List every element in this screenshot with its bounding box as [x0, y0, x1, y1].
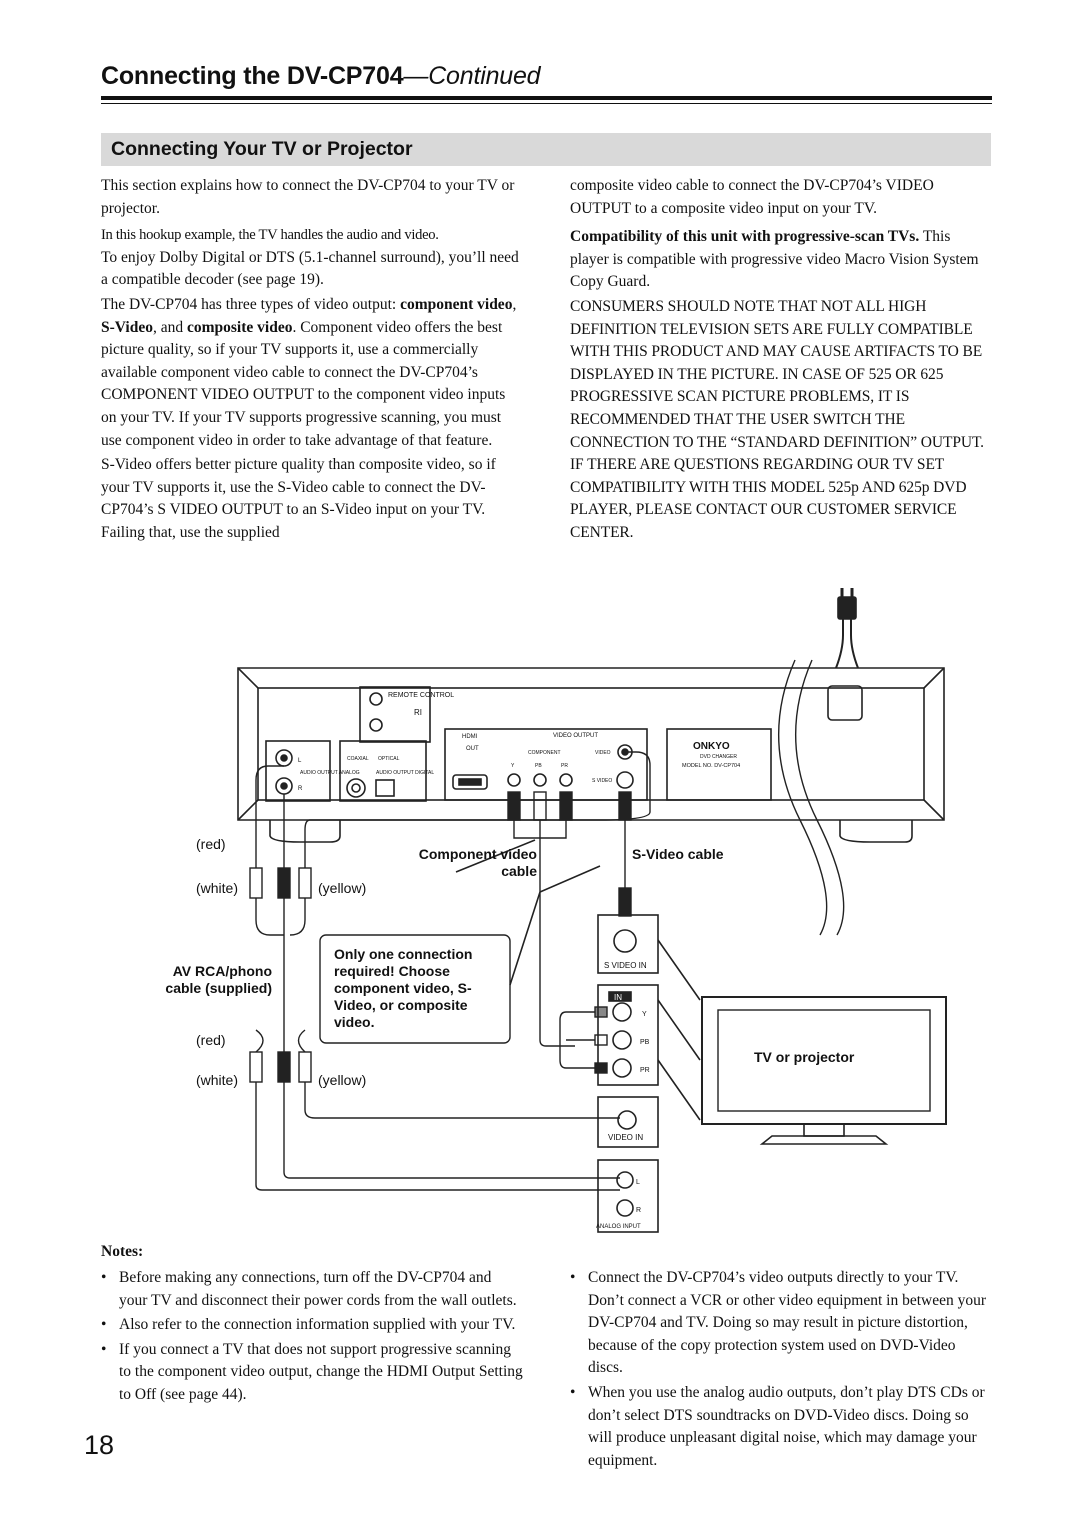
text-span: , — [512, 295, 517, 313]
tv-r-label: R — [636, 1207, 641, 1214]
page-title: Connecting the DV-CP704—Continued — [101, 62, 541, 91]
white-label-2: (white) — [196, 1072, 238, 1088]
paragraph-hookup: In this hookup example, the TV handles t… — [101, 227, 439, 244]
section-heading-bar: Connecting Your TV or Projector — [101, 133, 991, 166]
component-cable — [507, 791, 608, 1074]
paragraph-composite: composite video cable to connect the DV-… — [570, 177, 934, 217]
yellow-label-1: (yellow) — [318, 880, 366, 896]
svideo-cable-label: S-Video cable — [632, 846, 724, 862]
red-label-1: (red) — [196, 836, 226, 852]
left-column: This section explains how to connect the… — [101, 175, 521, 545]
paragraph-compatibility: Compatibility of this unit with progress… — [570, 226, 992, 294]
bold-component: component video — [400, 295, 513, 313]
page-number: 18 — [84, 1430, 115, 1460]
header-rule — [101, 96, 992, 100]
hdmi-label: HDMI — [462, 734, 478, 740]
tv-y-label: Y — [642, 1011, 647, 1018]
white-label-1: (white) — [196, 880, 238, 896]
tv-pb-label: PB — [640, 1039, 650, 1046]
tv-projector-icon — [701, 996, 947, 1145]
right-column: composite video cable to connect the DV-… — [570, 175, 992, 545]
compatibility-body: This player is compatible with progressi… — [570, 228, 979, 291]
paragraph-intro: This section explains how to connect the… — [101, 177, 515, 217]
video-label: VIDEO — [595, 750, 611, 756]
video-output-label: VIDEO OUTPUT — [553, 733, 598, 739]
paragraph-video-types: The DV-CP704 has three types of video ou… — [101, 294, 521, 452]
component-label: COMPONENT — [528, 750, 561, 756]
tv-pr-label: PR — [640, 1067, 650, 1074]
note-item: Also refer to the connection information… — [101, 1314, 523, 1337]
notes-title: Notes: — [101, 1243, 144, 1260]
tv-l-label: L — [636, 1179, 640, 1186]
compatibility-heading: Compatibility of this unit with progress… — [570, 228, 920, 246]
yellow-label-2: (yellow) — [318, 1072, 366, 1088]
s-video-label: S VIDEO — [592, 778, 612, 784]
paragraph-consumer-notice: CONSUMERS SHOULD NOTE THAT NOT ALL HIGH … — [570, 297, 984, 541]
dvd-changer-label: DVD CHANGER — [700, 754, 737, 760]
r-label: R — [298, 786, 303, 792]
callout-text: Only one connection required! Choose com… — [334, 946, 473, 1030]
bold-svideo: S-Video — [101, 318, 153, 336]
page-title-main: Connecting the DV-CP704 — [101, 62, 404, 90]
notes-right: Connect the DV-CP704’s video outputs dir… — [570, 1267, 992, 1474]
av-cable — [249, 751, 651, 1191]
callout-box — [319, 839, 601, 1044]
in-label: IN — [614, 993, 622, 1002]
analog-output-label: AUDIO OUTPUT ANALOG — [300, 770, 360, 776]
note-item: If you connect a TV that does not suppor… — [101, 1339, 523, 1407]
text-span: The DV-CP704 has three types of video ou… — [101, 295, 401, 313]
dvd-player-rear-panel — [237, 659, 945, 936]
remote-control-label: REMOTE CONTROL — [388, 692, 454, 699]
section-heading: Connecting Your TV or Projector — [111, 138, 413, 160]
model-number-label: MODEL NO. DV-CP704 — [682, 763, 740, 769]
note-item: Connect the DV-CP704’s video outputs dir… — [570, 1267, 992, 1380]
l-label: L — [298, 758, 302, 764]
paragraph-svideo: S-Video offers better picture quality th… — [101, 456, 496, 541]
note-item: When you use the analog audio outputs, d… — [570, 1382, 992, 1472]
s-video-in-label: S VIDEO IN — [604, 961, 647, 970]
out-label: OUT — [466, 746, 479, 752]
text-span: . Component video offers the best pictur… — [101, 318, 506, 449]
y-label: Y — [511, 763, 515, 769]
note-item: Before making any connections, turn off … — [101, 1267, 523, 1312]
bold-composite: composite video — [186, 318, 293, 336]
pr-label: PR — [561, 763, 568, 769]
optical-label: OPTICAL — [378, 756, 400, 762]
notes-left: Before making any connections, turn off … — [101, 1267, 523, 1409]
video-in-label: VIDEO IN — [608, 1133, 643, 1142]
power-plug-icon — [835, 588, 859, 669]
header-rule-thin — [101, 103, 992, 104]
ri-label: RI — [414, 708, 422, 717]
tv-label: TV or projector — [754, 1049, 855, 1065]
av-cable-label: AV RCA/phono cable (supplied) — [165, 963, 272, 996]
onkyo-logo: ONKYO — [693, 741, 730, 752]
coaxial-label: COAXIAL — [347, 756, 369, 762]
analog-input-label: ANALOG INPUT — [596, 1224, 641, 1230]
tv-input-panel — [597, 914, 701, 1233]
pb-label: PB — [535, 763, 542, 769]
red-label-2: (red) — [196, 1032, 226, 1048]
digital-output-label: AUDIO OUTPUT DIGITAL — [376, 770, 434, 776]
page-title-continued: —Continued — [403, 62, 541, 90]
text-span: , and — [152, 318, 187, 336]
svideo-cable — [618, 791, 632, 917]
component-cable-label: Component video cable — [418, 846, 537, 879]
paragraph-dolby: To enjoy Dolby Digital or DTS (5.1-chann… — [101, 248, 519, 289]
